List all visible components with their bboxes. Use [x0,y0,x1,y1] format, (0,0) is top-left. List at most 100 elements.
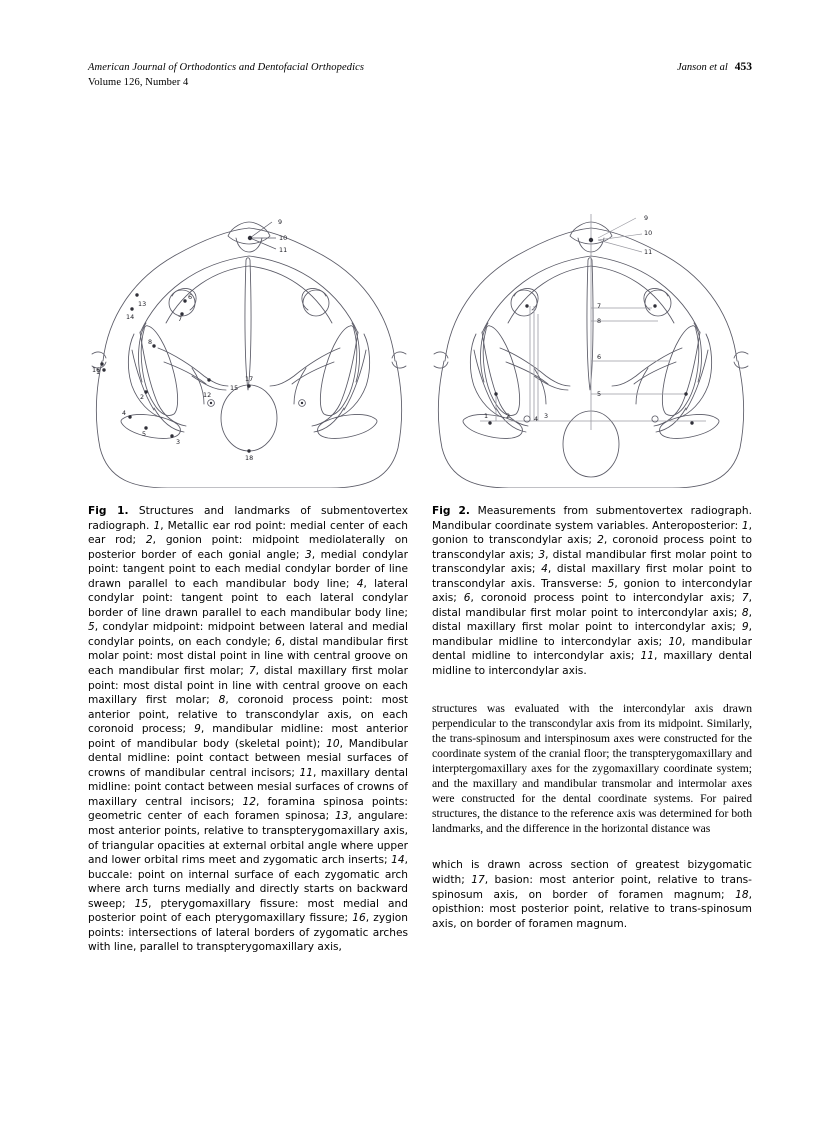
figure-1-label-13: 13 [138,300,146,308]
figure-1-leader-lines [249,221,277,250]
figure-1-item-text-5: , condylar midpoint: midpoint between la… [88,621,408,648]
figure-1-item-text-7: , distal maxillary first molar point: mo… [88,665,408,707]
figure-2-item-text-9: , mandibular midline to intercondylar ax… [432,621,752,648]
figure-2-landmark-dots [488,237,694,425]
figure-1-item-num-7: 7 [248,665,256,678]
figure-1-item-num-14: 14 [391,854,405,867]
figure-2-item-num-4: 4 [541,563,548,576]
figure-2-item-num-9: 9 [741,621,749,634]
figure-1-landmark-dots [100,235,253,453]
authors-label: Janson et al [677,62,728,73]
figure-1-item-text-14: , buccale: point on internal surface of … [88,854,408,910]
figure-2-label-6: 6 [597,353,601,361]
figure-1-item-num-3: 3 [304,548,312,561]
figure-1-item-num-12: 12 [242,795,256,808]
figure-1-item-num-17: 17 [471,873,485,886]
figure-2-item-num-3: 3 [538,548,546,561]
volume-issue: Volume 126, Number 4 [88,77,189,88]
figure-2-leader-lines [597,217,643,253]
figure-2-item-num-5: 5 [607,577,615,590]
figure-1-item-num-15: 15 [134,897,149,910]
figure-1-item-num-5: 5 [88,621,95,634]
figure-1-item-text-2: , gonion point: midpoint mediolaterally … [88,534,408,561]
caption-body-gap [432,679,752,701]
figure-1-item-num-2: 2 [145,534,153,547]
figure-1-label-11: 11 [279,246,287,254]
figure-1-label-1: 1 [96,368,100,376]
figure-1-label-18: 18 [245,454,253,462]
figure-1-caption-label: Fig 1. [88,505,129,517]
figure-1-label-15: 15 [230,384,238,392]
figure-2-item-text-8: , distal maxillary first molar point to … [432,606,752,634]
figure-1-label-12: 12 [203,391,211,399]
figure-2-measurement-axes [480,214,706,430]
body-paragraph: structures was evaluated with the interc… [432,701,752,836]
figure-1-label-10: 10 [279,234,287,242]
figure-2-item-text-6: , coronoid process point to intercondyla… [470,592,742,605]
figure-1-item-text-6: , distal mandibular first molar point: m… [88,635,408,678]
figure-1-label-5: 5 [142,430,146,438]
figure-2-item-num-11: 11 [640,650,654,663]
figure-1-item-text-16-cont: which is drawn across section of greates… [432,859,752,886]
running-head-authors-page: Janson et al 453 [677,60,752,75]
running-head-journal: American Journal of Orthodontics and Den… [88,60,364,90]
figure-1-item-text-11: , maxillary dental midline: point contac… [88,766,408,808]
right-column: Fig 2. Measurements from submentovertex … [432,504,752,955]
figure-2-label-1: 1 [484,412,488,420]
figure-1-item-text-12: , foramina spinosa points: geometric cen… [88,795,409,823]
figure-2-item-text-10: , mandibular dental midline to intercond… [432,635,752,663]
figure-2-label-8: 8 [597,317,601,325]
figure-1-label-16: 16 [92,366,100,374]
figure-2-item-text-7: , distal mandibular first molar point to… [432,592,752,619]
figure-1-label-17: 17 [245,375,253,383]
figure-1-item-text-16: , zygion points: intersections of latera… [88,912,408,954]
figure-2-item-num-1: 1 [741,519,749,532]
figure-1-foramen-spinosum-marks [207,399,306,407]
figure-1-item-text-8: , coronoid process point: most anterior … [88,694,408,736]
figure-1-label-8: 8 [148,338,152,346]
figure-1-caption-intro: Structures and landmarks of submentovert… [88,505,408,532]
figure-1-label-4: 4 [122,409,126,417]
figure-1-item-num-13: 13 [335,810,349,823]
figure-2-item-num-2: 2 [597,534,604,547]
figure-2-labels: 1 2 3 4 5 6 7 8 9 10 11 [484,214,652,423]
figure-1-item-text-4: , lateral condylar point: tangent point … [88,577,408,619]
figure-2-item-text-5: , gonion to intercondylar axis; [432,577,752,605]
figure-2-label-11: 11 [644,248,652,256]
figure-1-label-14: 14 [126,313,134,321]
figure-2-label-2: 2 [506,412,510,420]
figure-1-item-num-4: 4 [356,577,364,590]
figure-1-item-num-6: 6 [275,635,282,648]
figure-1-item-text-17: , basion: most anterior point, relative … [432,873,753,901]
figure-1-label-2: 2 [140,393,144,401]
figure-1-item-num-1: 1 [153,519,161,532]
figure-2-label-9: 9 [644,214,648,222]
figure-1-label-3: 3 [176,438,180,446]
figure-2-caption: Fig 2. Measurements from submentovertex … [432,504,752,679]
figure-2-label-3: 3 [544,412,548,420]
figure-1-caption: Fig 1. Structures and landmarks of subme… [88,504,408,955]
figure-1-item-num-8: 8 [218,694,226,707]
figure-2-label-10: 10 [644,229,652,237]
figure-2-item-text-4: , distal maxillary first molar point to … [432,563,752,590]
page-number: 453 [734,61,752,73]
figure-2-item-text-1: , gonion to transcondylar axis; [432,519,752,547]
figure-2-item-text-11: , maxillary dental midline to intercondy… [432,650,752,678]
figure-2: 1 2 3 4 5 6 7 8 9 10 11 [430,118,752,488]
figure-2-tracing: 1 2 3 4 5 6 7 8 9 10 11 [433,214,749,488]
figure-1-item-num-9: 9 [194,723,201,736]
figure-1-label-6: 6 [188,293,192,301]
figure-2-label-4: 4 [534,415,538,423]
text-columns: Fig 1. Structures and landmarks of subme… [88,504,752,955]
figure-1-item-text-15: , pterygomaxillary fissure: most medial … [88,897,408,925]
figure-1-item-text-18: , opisthion: most posterior point, relat… [432,888,752,930]
figure-2-item-num-10: 10 [668,635,682,648]
figure-1-label-9: 9 [278,218,282,226]
figure-1-tracing: 1 2 3 4 5 6 7 8 9 10 11 12 13 14 15 16 1… [91,218,407,488]
body-tail-gap [432,836,752,858]
figure-2-caption-label: Fig 2. [432,505,470,517]
figure-1-item-text-13: , angulare: most anterior points, relati… [88,810,408,867]
figure-1-item-text-3: , medial condylar point: tangent point t… [88,548,408,590]
figure-1-item-num-18: 18 [735,888,749,901]
left-column: Fig 1. Structures and landmarks of subme… [88,504,408,955]
